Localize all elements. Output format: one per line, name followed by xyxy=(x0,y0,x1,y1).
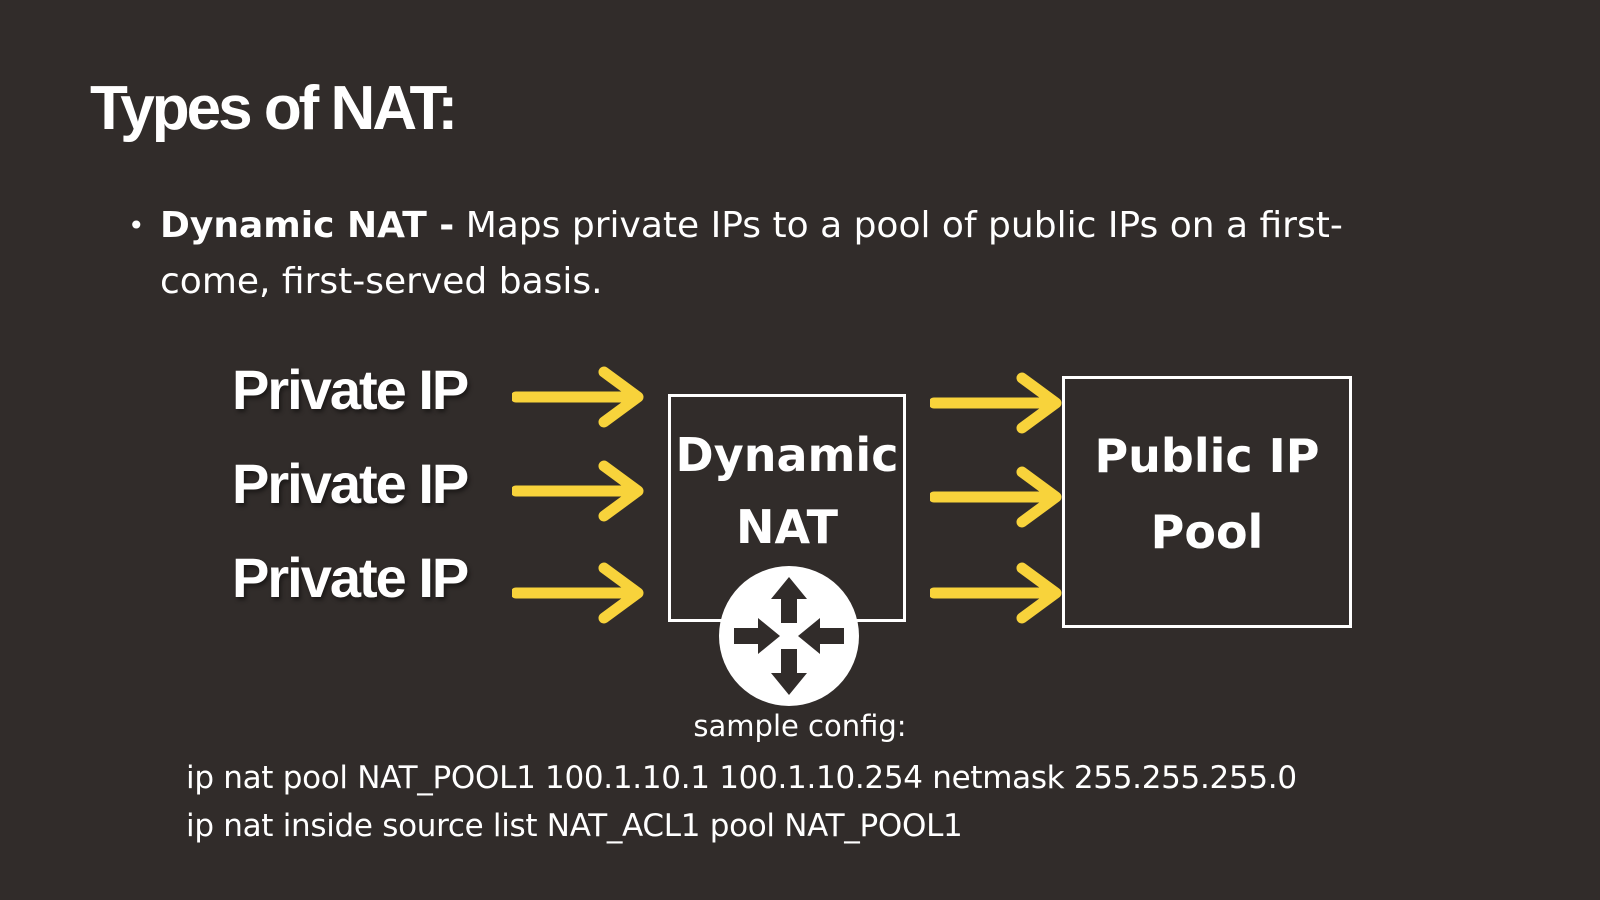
arrow-right-icon xyxy=(512,562,644,624)
config-line: ip nat pool NAT_POOL1 100.1.10.1 100.1.1… xyxy=(186,760,1297,796)
config-caption: sample config: xyxy=(693,709,907,743)
bullet-text: Dynamic NAT - Maps private IPs to a pool… xyxy=(160,198,1388,310)
bullet-term: Dynamic NAT - xyxy=(160,205,455,246)
config-line: ip nat inside source list NAT_ACL1 pool … xyxy=(186,808,963,844)
public-ip-pool-box: Public IP Pool xyxy=(1062,376,1352,628)
pool-box-line1: Public IP xyxy=(1094,429,1320,483)
bullet-item: • Dynamic NAT - Maps private IPs to a po… xyxy=(128,198,1388,310)
arrow-right-icon xyxy=(930,466,1062,528)
nat-box-line1: Dynamic xyxy=(675,428,899,482)
dynamic-nat-box: Dynamic NAT xyxy=(668,394,906,622)
nat-box-line2: NAT xyxy=(736,500,838,554)
private-ip-label: Private IP xyxy=(232,452,469,515)
pool-box-line2: Pool xyxy=(1150,505,1264,559)
arrow-right-icon xyxy=(512,460,644,522)
bullet-dot-icon: • xyxy=(128,209,145,242)
page-title: Types of NAT: xyxy=(90,74,458,143)
private-ip-label: Private IP xyxy=(232,358,469,421)
arrow-right-icon xyxy=(930,372,1062,434)
arrow-right-icon xyxy=(512,366,644,428)
router-icon xyxy=(719,566,859,706)
bullet-description: Maps private IPs to a pool of public IPs… xyxy=(160,205,1343,302)
arrow-right-icon xyxy=(930,562,1062,624)
private-ip-label: Private IP xyxy=(232,546,469,609)
